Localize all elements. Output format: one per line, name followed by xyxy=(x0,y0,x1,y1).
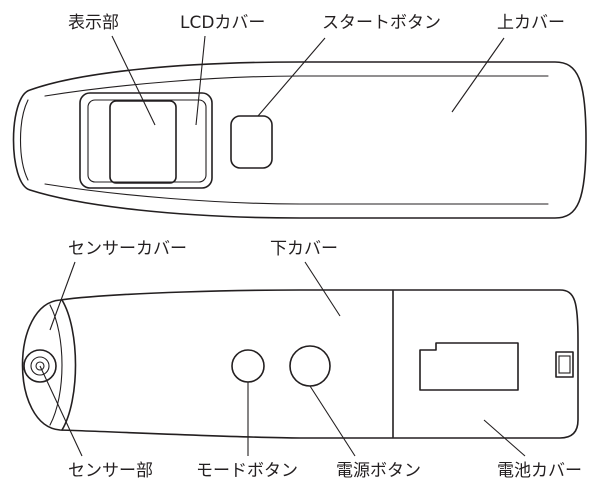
leader-lcd-cover xyxy=(195,35,206,126)
leader-start-button xyxy=(257,37,326,117)
battery-cover-window xyxy=(419,342,519,391)
leader-power-button xyxy=(309,385,356,457)
leader-sensor xyxy=(39,365,83,457)
display-window xyxy=(109,100,177,184)
top-view xyxy=(12,61,587,219)
top-inner-line-upper xyxy=(44,75,549,97)
leader-lower-cover xyxy=(304,261,341,317)
leader-display xyxy=(111,35,156,126)
label-mode-button: モードボタン xyxy=(196,461,298,481)
label-sensor: センサー部 xyxy=(68,461,153,481)
label-start-button: スタートボタン xyxy=(322,13,441,33)
lcd-cover-shape xyxy=(79,92,213,189)
top-inner-line-lower xyxy=(44,183,549,205)
leader-lines xyxy=(39,35,526,457)
sensor-inner-circle xyxy=(35,361,45,371)
sensor-middle-circle xyxy=(30,356,50,376)
label-power-button: 電源ボタン xyxy=(336,461,421,481)
bottom-body-outline xyxy=(21,289,579,439)
label-sensor-cover: センサーカバー xyxy=(68,239,187,259)
mode-button-shape xyxy=(231,349,265,383)
battery-latch-inner xyxy=(558,355,571,374)
sensor-outer-circle xyxy=(23,349,57,383)
leader-battery-cover xyxy=(483,419,526,457)
labels: 表示部 LCDカバー スタートボタン 上カバー センサーカバー 下カバー センサ… xyxy=(68,13,582,481)
label-lower-cover: 下カバー xyxy=(270,239,338,259)
top-nose-line xyxy=(19,99,29,181)
lcd-cover-inner xyxy=(87,99,207,183)
label-battery-cover: 電池カバー xyxy=(497,461,582,481)
label-display: 表示部 xyxy=(68,13,119,33)
leader-upper-cover xyxy=(451,37,505,113)
start-button-shape xyxy=(230,115,273,169)
label-lcd-cover: LCDカバー xyxy=(180,13,265,33)
leader-sensor-cover xyxy=(49,261,76,331)
label-upper-cover: 上カバー xyxy=(497,13,565,33)
top-body-outline xyxy=(12,61,587,219)
power-button-shape xyxy=(289,345,331,387)
sensor-cover-shape xyxy=(61,299,77,431)
bottom-view xyxy=(21,289,579,439)
battery-latch xyxy=(555,351,574,378)
